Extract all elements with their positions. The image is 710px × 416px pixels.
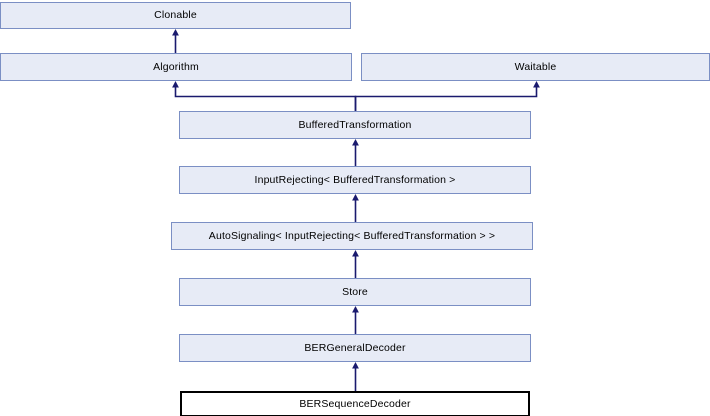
inheritance-arrowhead bbox=[352, 250, 359, 257]
inheritance-arrowhead bbox=[352, 139, 359, 146]
class-node-label: BERGeneralDecoder bbox=[304, 341, 406, 354]
inheritance-arrowhead bbox=[533, 81, 540, 88]
inheritance-arrowhead bbox=[352, 362, 359, 369]
class-node-label: Store bbox=[342, 285, 368, 298]
inheritance-arrowhead bbox=[352, 194, 359, 201]
inheritance-arrowhead bbox=[352, 306, 359, 313]
class-node-label: BufferedTransformation bbox=[298, 118, 412, 131]
class-node-auto-signaling[interactable]: AutoSignaling< InputRejecting< BufferedT… bbox=[171, 222, 533, 250]
class-node-algorithm[interactable]: Algorithm bbox=[0, 53, 352, 81]
class-node-input-rejecting[interactable]: InputRejecting< BufferedTransformation > bbox=[179, 166, 531, 194]
class-node-ber-sequence-decoder[interactable]: BERSequenceDecoder bbox=[180, 391, 530, 416]
class-node-waitable[interactable]: Waitable bbox=[361, 53, 710, 81]
class-node-label: AutoSignaling< InputRejecting< BufferedT… bbox=[208, 229, 496, 242]
class-node-store[interactable]: Store bbox=[179, 278, 531, 306]
inheritance-edge bbox=[174, 87, 357, 111]
inheritance-arrowhead bbox=[172, 29, 179, 36]
class-node-ber-general-decoder[interactable]: BERGeneralDecoder bbox=[179, 334, 531, 362]
inheritance-edge bbox=[354, 87, 538, 111]
class-node-label: Algorithm bbox=[153, 60, 199, 73]
class-node-clonable[interactable]: Clonable bbox=[0, 2, 351, 29]
class-node-buffered-transformation[interactable]: BufferedTransformation bbox=[179, 111, 531, 139]
inheritance-arrowhead bbox=[172, 81, 179, 88]
class-node-label: Clonable bbox=[154, 9, 197, 22]
class-node-label: Waitable bbox=[514, 60, 557, 73]
class-node-label: InputRejecting< BufferedTransformation > bbox=[254, 173, 456, 186]
class-node-label: BERSequenceDecoder bbox=[299, 397, 411, 410]
